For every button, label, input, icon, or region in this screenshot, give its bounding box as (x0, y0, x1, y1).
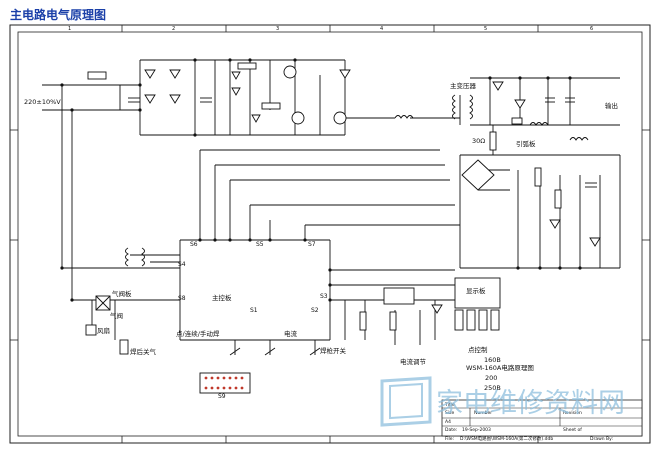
fan-label: 风扇 (97, 326, 110, 335)
tb-title-label: Title (444, 402, 455, 408)
frame-number-1: 1 (68, 26, 71, 32)
main-transformer-label: 主变压器 (450, 81, 477, 90)
tb-file-value: D:\WSM电路图\WSM-160A(第二次修改).ddb (460, 435, 553, 442)
s4-label: S4 (178, 261, 186, 268)
frame-number-3: 3 (276, 26, 279, 32)
resistor-8 (389, 311, 397, 331)
frame-number-5: 5 (484, 26, 487, 32)
panel-label: 显示板 (466, 286, 486, 295)
title-block: Title Size Number Revision A4 Date: 19-S… (441, 399, 643, 442)
model-250-label: 250B (484, 384, 501, 392)
s3-label: S3 (320, 293, 328, 300)
frame-number-6: 6 (590, 26, 593, 32)
s2-label: S2 (311, 307, 319, 314)
current-label: 电流 (284, 329, 298, 338)
tb-revision-label: Revision (563, 410, 582, 416)
display-board-label: 点控制 (468, 345, 488, 354)
wsm-circuit-label: WSM-160A电路原理图 (466, 363, 534, 372)
frame-number-4: 4 (380, 26, 383, 32)
display-board (454, 277, 501, 309)
torch-switch-label: 焊枪开关 (320, 346, 347, 355)
resistor-2 (261, 102, 281, 110)
torch-gas-switch (119, 339, 129, 355)
frame-numbers: 1 2 3 4 5 6 (68, 26, 593, 32)
tb-drawn-label: Drawn By: (590, 436, 613, 442)
tb-file-label: File: (445, 436, 454, 442)
tb-sheet-label: Sheet of (563, 427, 582, 433)
connector-pins (204, 376, 244, 390)
s8-label: S8 (178, 295, 186, 302)
switch-labels: S6 S5 S7 S4 S8 S1 S2 S3 S9 (178, 241, 328, 400)
main-control-label: 主控板 (212, 293, 232, 302)
s7-label: S7 (308, 241, 316, 248)
s5-label: S5 (256, 241, 264, 248)
tb-date-label: Date: (445, 427, 457, 433)
torch-gas-label: 焊后关气 (130, 347, 157, 356)
page-title: 主电路电气原理图 (10, 8, 107, 22)
output-label: 输出 (605, 101, 618, 110)
labels: 220±10%V 主变压器 输出 30Ω 引弧板 主控板 气阀板 气阀 风扇 焊… (24, 81, 618, 392)
resistor-30-label: 30Ω (472, 137, 485, 145)
relay-symbol (383, 287, 415, 305)
resistor-5 (534, 167, 542, 187)
input-voltage-label: 220±10%V (24, 98, 61, 106)
model-200-label: 200 (485, 374, 497, 382)
s1-label: S1 (250, 307, 258, 314)
fan-symbol (85, 324, 97, 336)
model-160-label: 160B (484, 356, 501, 364)
tb-a4-label: A4 (445, 419, 451, 425)
components (85, 62, 601, 394)
resistor-1 (237, 62, 257, 70)
gas-valve-label: 气阀 (110, 311, 123, 320)
tb-size-label: Size (445, 410, 454, 416)
resistor-3 (489, 131, 497, 151)
arc-board-label: 引弧板 (516, 139, 536, 148)
wiring (42, 59, 621, 355)
frame-ticks (10, 25, 650, 443)
frame-number-2: 2 (172, 26, 175, 32)
watermark: 家电维修资料网 (380, 376, 625, 427)
tb-number-label: Number (474, 410, 492, 416)
watermark-text: 家电维修资料网 (436, 388, 625, 419)
s6-label: S6 (190, 241, 198, 248)
connector-strip (199, 372, 251, 394)
fuse (87, 71, 107, 80)
gas-valve-board-label: 气阀板 (112, 289, 132, 298)
s9-label: S9 (218, 393, 226, 400)
resistor-7 (359, 311, 367, 331)
frame-outer (9, 24, 651, 444)
current-adjust-label: 电流调节 (400, 357, 427, 366)
spot-weld-label: 点/连续/手动焊 (176, 329, 220, 338)
resistor-4 (511, 117, 523, 125)
junction-dots (60, 58, 582, 302)
resistor-6 (554, 189, 562, 209)
tb-date-value: 19-Sep-2003 (462, 427, 491, 433)
